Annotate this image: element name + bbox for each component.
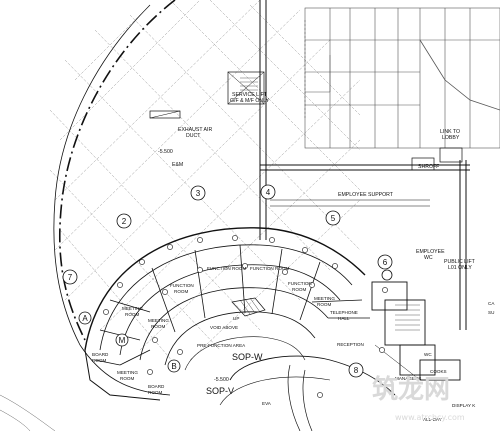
function-room-a: FUNCTION ROOM <box>207 266 246 271</box>
all-day-label: ALL-DAY <box>423 417 442 422</box>
grid-label-8: 8 <box>354 366 359 375</box>
meeting-room-b-1: MEETING <box>148 318 169 323</box>
meeting-room-b-2: ROOM <box>151 324 165 329</box>
room-labels: SERVICE LIFT G/F & M/F ONLY EXHAUST AIR … <box>92 92 495 422</box>
telephone-hall-label-2: HALL <box>338 316 350 321</box>
public-lift-label-2: L01 ONLY <box>448 265 472 271</box>
employee-support-label: EMPLOYEE SUPPORT <box>338 192 394 198</box>
parking-area <box>304 7 500 149</box>
edge-su-label: SU <box>488 310 494 315</box>
service-lift-label-2: G/F & M/F ONLY <box>230 98 270 104</box>
link-lobby-label-1: LINK TO <box>440 129 460 135</box>
reception-label: RECEPTION <box>337 342 364 347</box>
em-label: E&M <box>172 162 183 168</box>
exhaust-duct-label-2: DUCT <box>186 133 201 139</box>
wc-label: WC <box>424 352 432 357</box>
edge-ca-label: CA <box>488 301 495 306</box>
meeting-room-d-1: MEETING <box>117 370 138 375</box>
function-room-c-1: FUNCTION <box>170 283 194 288</box>
service-lift-label-1: SERVICE LIFT <box>232 92 268 98</box>
column-markers <box>103 235 388 398</box>
watermark: 筑龙网 www.atrchcy.com <box>372 374 465 422</box>
level-upper: -5.500 <box>158 149 173 155</box>
grid-label-3: 3 <box>196 189 201 198</box>
telephone-hall-label-1: TELEPHONE <box>330 310 358 315</box>
grid-bubble-M <box>115 333 129 347</box>
managers-label: MANAGERS <box>395 376 421 381</box>
grid-label-B: B <box>171 362 176 371</box>
grid-bubble-4 <box>260 184 276 200</box>
grid-label-A: A <box>82 314 88 323</box>
grid-label-5: 5 <box>331 214 336 223</box>
grid-bubble-3 <box>190 185 206 201</box>
prefunction-label: PRE-FUNCTION AREA <box>197 343 246 348</box>
board-room-a-1: BOARD <box>92 352 109 357</box>
grid-label-6: 6 <box>383 258 388 267</box>
function-hall <box>84 227 461 431</box>
meeting-room-d-2: ROOM <box>120 376 134 381</box>
watermark-text: 筑龙网 <box>372 374 450 405</box>
meeting-room-c-1: MEETING <box>314 296 335 301</box>
watermark-url: www.atrchcy.com <box>395 413 465 422</box>
level-lower: -5.500 <box>214 377 229 383</box>
grid-bubble-A <box>78 311 92 325</box>
grid-label-M: M <box>119 336 126 345</box>
function-room-b: FUNCTION ROOM <box>250 266 289 271</box>
grid-bubble-6 <box>377 254 393 270</box>
grid-bubble-8 <box>348 362 364 378</box>
employee-wc-label-1: EMPLOYEE <box>416 249 445 255</box>
shroff-label: SHROFF <box>418 164 439 170</box>
board-room-a-2: ROOM <box>92 358 106 363</box>
public-lift-label-1: PUBLIC LIFT <box>444 259 476 265</box>
grid-bubble-B <box>167 359 181 373</box>
grid-label-4: 4 <box>266 188 271 197</box>
sop-w-label: SOP-W <box>232 352 263 362</box>
sop-v-label: SOP-V <box>206 386 234 396</box>
exhaust-duct-label-1: EXHAUST AIR <box>178 127 212 133</box>
display-label: DISPLAY K <box>452 403 476 408</box>
site-boundary <box>0 0 176 431</box>
up-label: UP <box>233 316 239 321</box>
meeting-room-a-2: ROOM <box>125 312 139 317</box>
grid-bubble-7 <box>62 269 78 285</box>
function-room-c-2: ROOM <box>174 289 188 294</box>
employee-wc-label-2: WC <box>424 255 433 261</box>
stairs <box>240 77 420 331</box>
eva-label: EVA <box>262 401 272 406</box>
link-lobby-label-2: LOBBY <box>442 135 460 141</box>
grid-label-2: 2 <box>122 217 127 226</box>
meeting-room-a-1: MEETING <box>122 306 143 311</box>
meeting-room-c-2: ROOM <box>317 302 331 307</box>
void-above-label: VOID ABOVE <box>210 325 238 330</box>
function-room-d-1: FUNCTION <box>288 281 312 286</box>
board-room-b-1: BOARD <box>148 384 165 389</box>
grid-label-7: 7 <box>68 273 73 282</box>
board-room-b-2: ROOM <box>148 390 162 395</box>
north-wall <box>149 0 470 330</box>
grid-bubbles <box>62 184 393 378</box>
grid-bubble-2 <box>116 213 132 229</box>
cooks-label: COOKS <box>430 369 447 374</box>
grid-bubble-5 <box>325 210 341 226</box>
function-room-d-2: ROOM <box>292 287 306 292</box>
